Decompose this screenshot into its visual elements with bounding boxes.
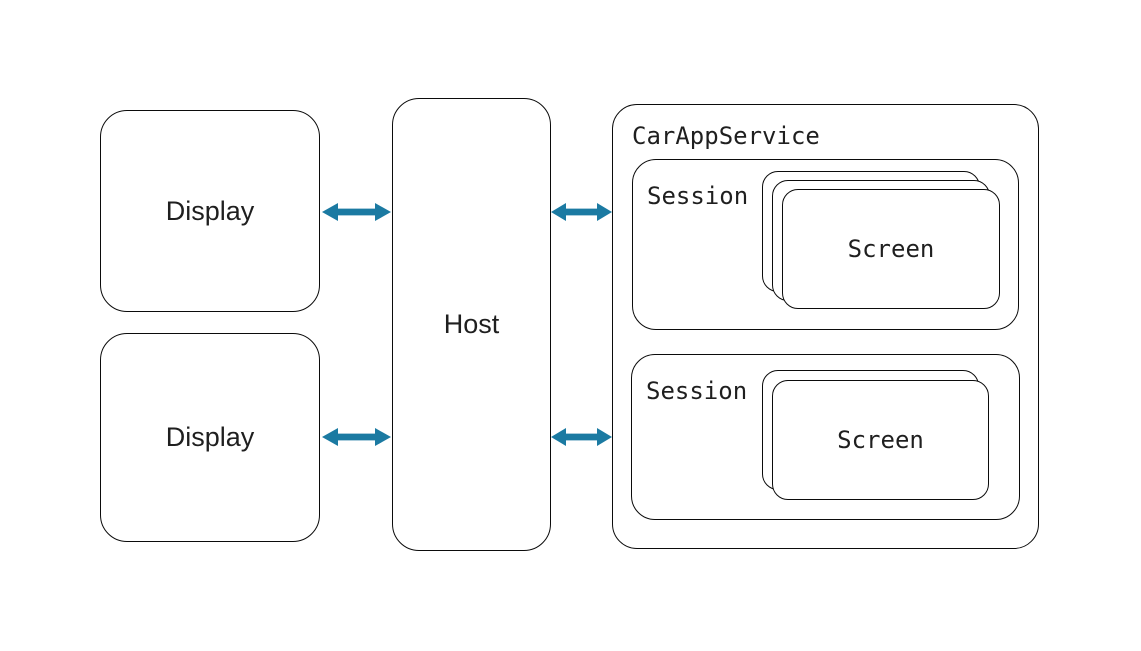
session1-screen-label: Screen [847,235,935,263]
display1-host-arrow-icon [322,203,391,221]
host-carappservice-arrow-bottom-icon [551,428,612,446]
arrow-shape [551,428,612,446]
host-label: Host [443,309,500,339]
session2-screen-label: Screen [837,426,924,454]
session1-label: Session [647,182,749,210]
display2-node: Display [100,333,320,542]
host-carappservice-arrow-top-icon [551,203,612,221]
session1-screen-card-front: Screen [782,189,1000,309]
display1-label: Display [165,195,255,226]
display2-label: Display [165,422,255,452]
arrow-shape [322,203,391,221]
arrow-shape [322,428,391,446]
display2-host-arrow-icon [322,428,391,446]
display1-node: Display [100,110,320,312]
arrow-shape [551,203,612,221]
car-app-service-label: CarAppService [632,122,820,150]
session2-label: Session [646,377,748,405]
session2-screen-card-front: Screen [772,380,989,500]
host-node: Host [392,98,551,551]
